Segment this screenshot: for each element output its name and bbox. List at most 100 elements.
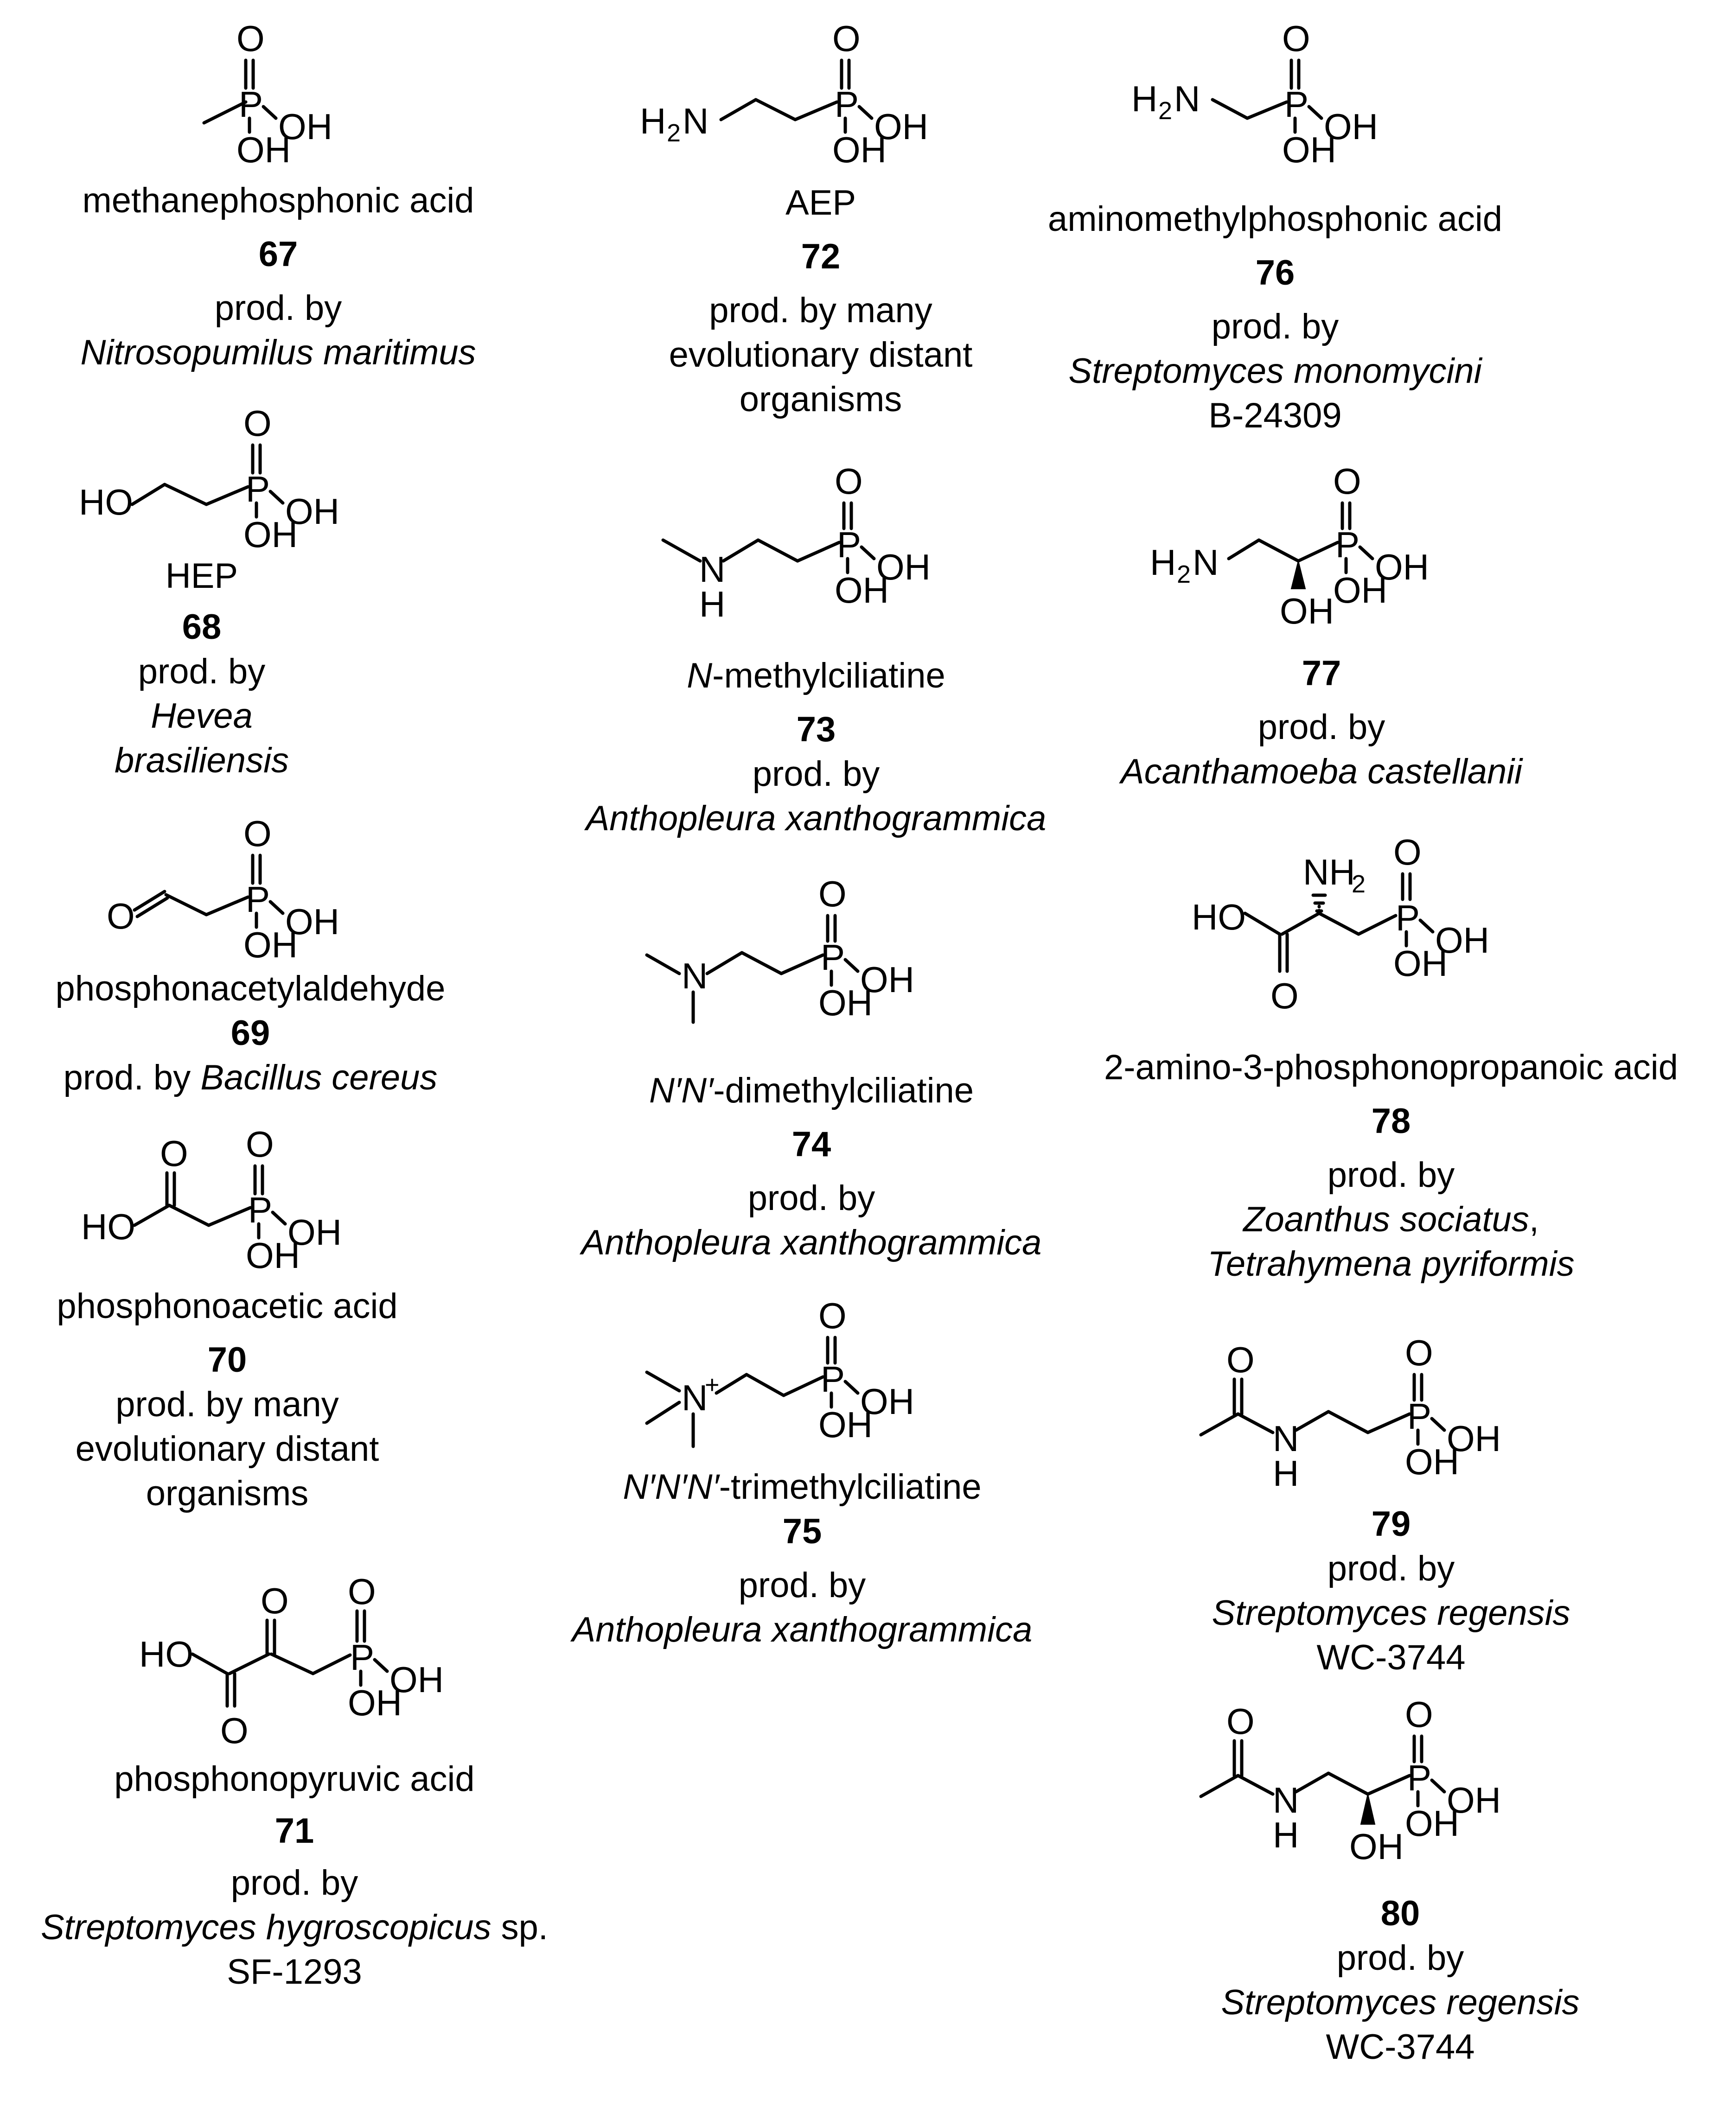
compound-number: 78 <box>1371 1101 1411 1141</box>
caption-78: 2-amino-3-phosphonopropanoic acid 78 pro… <box>1066 1045 1716 1286</box>
svg-text:OH: OH <box>285 901 339 942</box>
producer-line: evolutionary distant <box>669 335 973 375</box>
svg-text:O: O <box>160 1133 188 1174</box>
svg-text:OH: OH <box>835 570 889 611</box>
compound-name: AEP <box>785 183 856 223</box>
svg-text:OH: OH <box>389 1659 444 1700</box>
svg-text:O: O <box>832 18 861 59</box>
caption-70: phosphonoacetic acid 70 prod. by many ev… <box>0 1284 454 1516</box>
svg-text:N: N <box>1273 1780 1299 1821</box>
svg-text:H: H <box>1131 78 1157 119</box>
svg-text:O: O <box>220 1710 249 1751</box>
svg-text:HO: HO <box>79 482 133 522</box>
producer-strain: WC-3744 <box>1326 2027 1475 2067</box>
compound-number: 72 <box>801 237 841 276</box>
svg-text:O: O <box>818 1295 847 1336</box>
compound-name: aminomethylphosphonic acid <box>1047 199 1503 239</box>
caption-77: 77 prod. by Acanthamoeba castellanii <box>1090 651 1553 794</box>
svg-text:OH: OH <box>1447 1780 1501 1821</box>
producer-line: prod. by <box>230 1863 358 1903</box>
producer-line: prod. by <box>138 652 266 691</box>
svg-text:P: P <box>350 1637 374 1678</box>
svg-text:O: O <box>1333 461 1361 502</box>
svg-text:P: P <box>239 84 263 125</box>
compound-number: 69 <box>230 1013 270 1053</box>
svg-text:OH: OH <box>818 1404 873 1445</box>
structure-71: HO O O O P OH OH <box>139 1571 444 1751</box>
compound-name: phosphonopyruvic acid <box>114 1759 475 1799</box>
structure-67: O P OH OH <box>202 18 332 170</box>
svg-text:OH: OH <box>876 547 931 587</box>
producer-organism: Streptomyces regensis <box>1212 1593 1570 1633</box>
structure-78: HO O NH 2 O P OH OH <box>1192 832 1489 1016</box>
svg-text:2: 2 <box>667 119 681 147</box>
producer-line: Streptomyces hygroscopicus sp. <box>40 1908 549 1947</box>
producer-line: prod. by <box>747 1178 875 1218</box>
producer-strain: SF-1293 <box>227 1952 362 1992</box>
svg-text:OH: OH <box>278 106 332 147</box>
producer-organism: Streptomyces monomycini <box>1068 351 1482 391</box>
svg-text:O: O <box>243 403 272 444</box>
producer-organism: Streptomyces regensis <box>1221 1983 1580 2022</box>
svg-text:H: H <box>1273 1814 1299 1855</box>
svg-text:HO: HO <box>139 1634 193 1674</box>
producer-line: prod. by <box>1336 1938 1464 1978</box>
svg-text:P: P <box>1396 898 1420 938</box>
structure-80: O N H OH O P OH OH <box>1199 1694 1501 1867</box>
producer-organism: Anthopleura xanthogrammica <box>581 1223 1042 1262</box>
svg-text:OH: OH <box>246 1235 300 1276</box>
svg-text:O: O <box>261 1580 289 1621</box>
compound-name: phosphonacetylaldehyde <box>55 969 446 1008</box>
compound-number: 68 <box>182 607 222 647</box>
svg-text:O: O <box>1405 1694 1433 1735</box>
producer-line: prod. by <box>1257 707 1385 747</box>
producer-line: prod. by many <box>709 291 932 330</box>
svg-text:O: O <box>107 896 135 936</box>
compound-number: 80 <box>1380 1894 1420 1933</box>
svg-text:O: O <box>246 1124 274 1165</box>
svg-text:P: P <box>1284 84 1308 125</box>
compound-number: 79 <box>1371 1504 1411 1544</box>
producer-line: organisms <box>739 380 902 419</box>
svg-text:OH: OH <box>1405 1441 1459 1482</box>
caption-67: methanephosphonic acid 67 prod. by Nitro… <box>46 178 510 375</box>
svg-text:OH: OH <box>348 1682 402 1723</box>
compound-number: 74 <box>791 1125 831 1164</box>
producer-strain: WC-3744 <box>1316 1638 1466 1677</box>
compound-name: HEP <box>165 556 238 596</box>
svg-text:N: N <box>1174 78 1200 119</box>
compound-name: 2-amino-3-phosphonopropanoic acid <box>1104 1048 1678 1087</box>
svg-text:P: P <box>821 1359 845 1400</box>
svg-text:OH: OH <box>1280 591 1334 631</box>
svg-text:OH: OH <box>287 1212 342 1253</box>
producer-line: prod. by <box>1211 307 1339 346</box>
svg-text:OH: OH <box>1349 1826 1404 1867</box>
svg-text:2: 2 <box>1158 97 1172 125</box>
svg-text:2: 2 <box>1177 560 1191 588</box>
producer-line: prod. by <box>1327 1155 1455 1195</box>
svg-text:N: N <box>682 1377 708 1418</box>
svg-text:N: N <box>699 549 725 590</box>
compound-number: 75 <box>782 1512 822 1551</box>
structure-74: N O P OH OH <box>645 873 914 1024</box>
producer-organism: Hevea <box>151 696 253 736</box>
svg-text:O: O <box>1282 18 1310 59</box>
compound-number: 71 <box>274 1811 314 1851</box>
svg-text:H: H <box>1150 542 1176 583</box>
svg-text:OH: OH <box>1393 943 1448 984</box>
svg-text:NH: NH <box>1303 852 1355 892</box>
svg-text:O: O <box>1226 1701 1255 1742</box>
caption-71: phosphonopyruvic acid 71 prod. by Strept… <box>37 1757 552 1994</box>
caption-75: N′N′N′-trimethylciliatine 75 prod. by An… <box>547 1465 1057 1652</box>
producer-line: evolutionary distant <box>75 1429 379 1469</box>
compound-number: 77 <box>1302 654 1341 693</box>
svg-text:P: P <box>1407 1396 1431 1437</box>
svg-text:OH: OH <box>1282 129 1336 170</box>
structure-72: H 2 N O P OH OH <box>640 18 928 170</box>
producer-line: prod. by <box>1327 1549 1455 1588</box>
svg-text:P: P <box>1407 1757 1431 1798</box>
svg-text:OH: OH <box>1375 547 1429 587</box>
compound-number: 70 <box>207 1340 247 1380</box>
svg-text:P: P <box>837 524 861 565</box>
svg-text:P: P <box>821 937 845 978</box>
